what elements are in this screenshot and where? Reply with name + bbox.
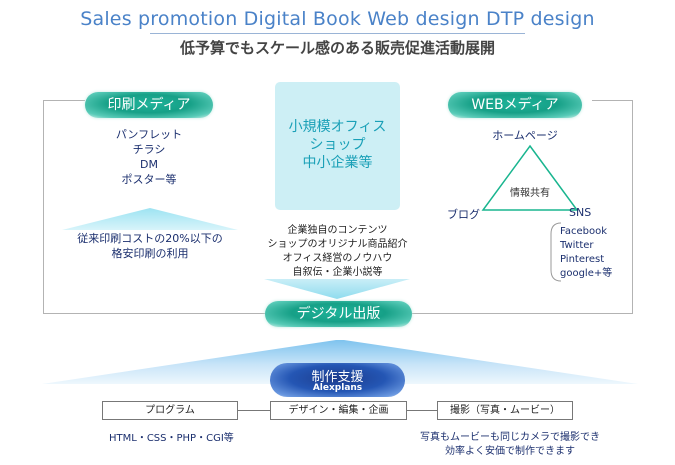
- digital-publishing-pill: デジタル出版: [265, 301, 412, 327]
- print-media-list: パンフレット チラシ DM ポスター等: [85, 127, 213, 187]
- list-item: google+等: [560, 268, 613, 279]
- tech-list: HTML・CSS・PHP・CGI等: [109, 433, 234, 444]
- list-item: チラシ: [132, 143, 166, 156]
- sns-list: Facebook Twitter Pinterest google+等: [560, 225, 612, 281]
- print-cost-arrow-icon: [62, 208, 238, 230]
- info-triangle-icon: [481, 144, 579, 211]
- list-item: DM: [140, 158, 158, 171]
- frame-top-right-line: [592, 100, 633, 101]
- digital-publishing-label: デジタル出版: [296, 306, 381, 322]
- programming-box: プログラム: [102, 401, 238, 420]
- list-item: Facebook: [560, 226, 607, 237]
- list-item: オフィス経営のノウハウ: [282, 253, 393, 264]
- design-box: デザイン・編集・企画: [270, 401, 407, 420]
- target-text: 小規模オフィス ショップ 中小企業等: [275, 118, 400, 172]
- production-support-title: 制作支援: [311, 370, 364, 385]
- benefit-line-2: 格安印刷の利用: [111, 247, 189, 260]
- production-support-subtitle: Alexplans: [312, 383, 363, 393]
- boxes-connector-line-1: [236, 410, 270, 411]
- web-media-label: WEBメディア: [471, 97, 559, 113]
- blog-label: ブログ: [447, 208, 480, 221]
- support-light-beam: [42, 340, 638, 384]
- list-item: 自叙伝・企業小説等: [292, 267, 383, 278]
- list-item: ショップのオリジナル商品紹介: [267, 239, 408, 250]
- production-support-pill: [270, 363, 405, 397]
- title-divider: [150, 33, 525, 34]
- photo-line-2: 効率よく安価で制作できます: [445, 446, 575, 457]
- boxes-connector-line-2: [405, 410, 437, 411]
- print-media-pill: 印刷メディア: [85, 92, 213, 118]
- photo-box: 撮影（写真・ムービー）: [437, 401, 573, 420]
- list-item: 企業独自のコンテンツ: [287, 225, 388, 236]
- photo-line-1: 写真もムービーも同じカメラで撮影でき: [420, 432, 600, 443]
- frame-right-line: [632, 100, 633, 314]
- list-item: Pinterest: [560, 254, 605, 265]
- list-item: ポスター等: [121, 173, 177, 186]
- sns-label: SNS: [569, 206, 592, 219]
- info-share-label: 情報共有: [510, 188, 550, 199]
- page-title: Sales promotion Digital Book Web design …: [80, 8, 595, 30]
- sns-bracket-icon: [550, 222, 562, 282]
- print-benefit-text: 従来印刷コストの20%以下の 格安印刷の利用: [55, 231, 245, 261]
- web-media-pill: WEBメディア: [448, 92, 582, 118]
- target-box: [275, 82, 400, 210]
- down-arrow-icon: [264, 279, 410, 299]
- frame-top-left-line: [43, 100, 85, 101]
- print-media-label: 印刷メディア: [107, 97, 191, 113]
- list-item: パンフレット: [115, 128, 183, 141]
- page-subtitle: 低予算でもスケール感のある販売促進活動展開: [179, 39, 495, 57]
- frame-bottom-right-line: [412, 313, 633, 314]
- frame-bottom-left-line: [43, 313, 265, 314]
- target-line-1: 小規模オフィス: [288, 119, 387, 135]
- benefit-line-1: 従来印刷コストの20%以下の: [77, 232, 223, 245]
- target-line-3: 中小企業等: [302, 155, 373, 171]
- photo-description: 写真もムービーも同じカメラで撮影でき 効率よく安価で制作できます: [405, 431, 615, 459]
- content-list: 企業独自のコンテンツ ショップのオリジナル商品紹介 オフィス経営のノウハウ 自叙…: [240, 224, 435, 280]
- target-line-2: ショップ: [309, 137, 366, 153]
- list-item: Twitter: [560, 240, 594, 251]
- frame-left-line: [43, 100, 44, 314]
- web-top-label: ホームページ: [492, 129, 558, 142]
